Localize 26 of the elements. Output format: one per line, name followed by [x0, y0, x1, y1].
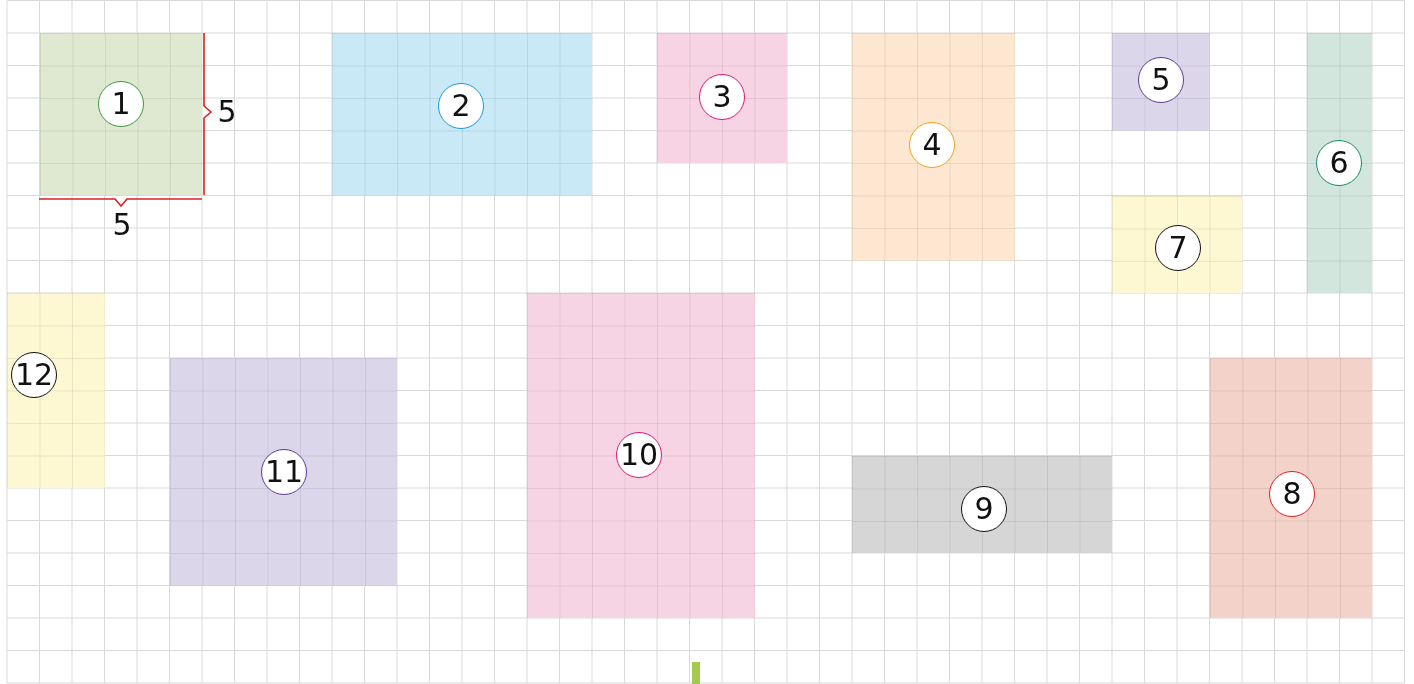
shaded-rectangle	[1307, 33, 1372, 293]
shaded-rectangle	[39, 33, 202, 196]
shaded-rectangle	[852, 33, 1015, 261]
number-circle: 9	[961, 486, 1007, 532]
shaded-rectangle	[1112, 195, 1242, 293]
number-circle: 4	[909, 122, 955, 168]
number-circle: 12	[11, 352, 57, 398]
number-circle: 8	[1269, 471, 1315, 517]
shaded-rectangle	[169, 358, 397, 586]
shaded-rectangle	[527, 293, 755, 618]
dimension-label: 5	[217, 97, 237, 127]
number-circle: 6	[1316, 140, 1362, 186]
number-circle: 1	[98, 81, 144, 127]
shaded-rectangle	[1209, 358, 1372, 618]
number-circle: 2	[438, 83, 484, 129]
number-circle: 11	[261, 449, 307, 495]
number-circle: 5	[1138, 57, 1184, 103]
shaded-rectangle	[332, 33, 592, 196]
shaded-rectangle	[1112, 33, 1210, 131]
shaded-rectangle	[657, 33, 787, 163]
dimension-label: 5	[112, 210, 132, 240]
number-circle: 3	[699, 74, 745, 120]
shaded-rectangle	[7, 293, 105, 488]
number-circle: 10	[616, 432, 662, 478]
shaded-rectangle	[852, 455, 1112, 553]
number-circle: 7	[1155, 225, 1201, 271]
